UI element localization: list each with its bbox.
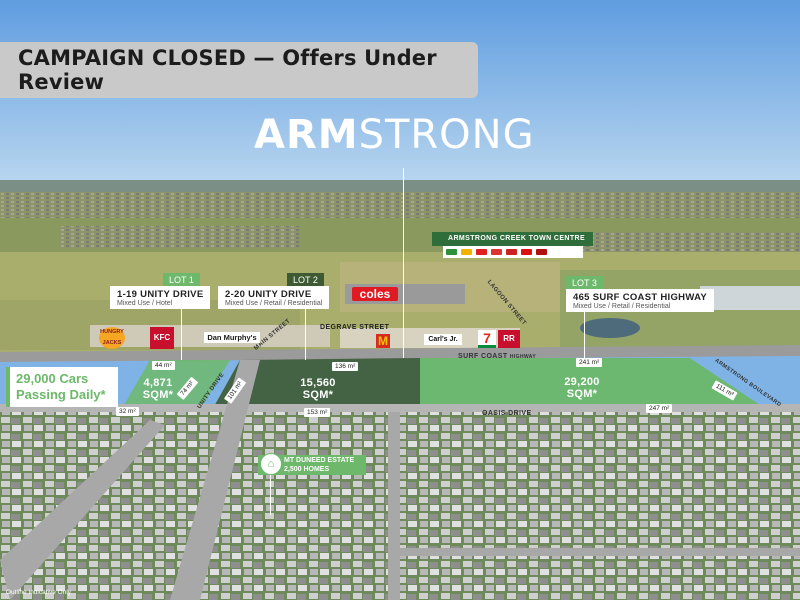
lot2-title: 2-20 UNITY DRIVE [225,289,312,300]
centre-marker-line [403,168,404,358]
lot1-marker-line [181,276,182,360]
town-centre-label: ARMSTRONG CREEK TOWN CENTRE [432,232,594,246]
lot3-use: Mixed Use / Retail / Residential [573,303,671,310]
carls-jr-logo: Carl's Jr. [424,334,462,345]
traffic-caption: Passing Daily* [16,387,106,402]
lot2-info: 2-20 UNITY DRIVE Mixed Use / Retail / Re… [218,286,330,309]
hungry-jacks-logo: HUNGRY JACKS [99,327,125,349]
lot1-area: 4,871 SQM* [132,377,184,401]
campaign-status-banner: CAMPAIGN CLOSED — Offers Under Review [0,42,478,98]
brand-bold: ARM [254,112,359,158]
lot2-marker-line [305,276,306,360]
measure-32: 32 m² [116,407,139,416]
lot3-info: 465 SURF COAST HIGHWAY Mixed Use / Retai… [566,289,714,312]
lot1-info: 1-19 UNITY DRIVE Mixed Use / Hotel [110,286,211,309]
seven-eleven-logo: 7 [478,330,496,348]
lot3-area-value: 29,200 [564,376,600,388]
road-surf-coast: SURF COAST HIGHWAY [458,353,536,360]
coles-logo: coles [352,287,398,301]
measure-136: 136 m² [332,362,359,371]
kfc-logo: KFC [150,327,174,349]
lot2-area: 15,560 SQM* [290,377,346,401]
estate-homes: 2,500 HOMES [284,466,330,473]
house-icon: ⌂ [260,453,282,475]
lot3-marker-line [584,288,585,360]
dan-murphys-logo: Dan Murphy's [204,332,260,343]
lot3-tag: LOT 3 [566,276,603,290]
brand-light: STRONG [358,112,535,158]
estate-marker-line [270,475,271,515]
lot2-area-value: 15,560 [300,377,336,389]
estate-callout: ⌂ MT DUNEED ESTATE 2,500 HOMES [258,453,366,475]
lot2-use: Mixed Use / Retail / Residential [225,300,323,307]
town-centre-tenant-logos [443,246,583,258]
measure-44: 44 m² [152,361,175,370]
traffic-count: 29,000 Cars [16,371,89,386]
red-rooster-logo: RR [498,330,520,348]
armstrong-logo: ARMSTRONG [254,112,535,158]
lot1-title: 1-19 UNITY DRIVE [117,289,204,300]
lot1-use: Mixed Use / Hotel [117,300,173,307]
road-oasis: OASIS DRIVE [482,410,532,417]
lot2-tag: LOT 2 [287,273,324,287]
estate-name: MT DUNEED ESTATE [284,457,355,464]
road-surf-coast-name: SURF COAST [458,353,508,360]
lot3-area: 29,200 SQM* [550,376,614,400]
lot1-area-value: 4,871 [143,377,173,389]
lot1-tag: LOT 1 [163,273,200,287]
measure-247: 247 m² [646,404,673,413]
lot1-area-unit: SQM* [142,389,174,401]
campaign-status-text: CAMPAIGN CLOSED — Offers Under Review [18,46,437,94]
lot2-area-unit: SQM* [302,389,334,401]
lot3-title: 465 SURF COAST HIGHWAY [573,292,707,303]
road-surf-coast-suffix: HIGHWAY [509,354,537,360]
mcdonalds-logo: M [376,334,390,348]
road-degrave: DEGRAVE STREET [320,324,390,331]
measure-241: 241 m² [576,358,603,367]
outline-disclaimer: Outline Indicative Only [6,589,72,596]
traffic-callout: 29,000 Cars Passing Daily* [6,367,118,407]
lot3-area-unit: SQM* [566,388,598,400]
measure-153: 153 m² [304,408,331,417]
